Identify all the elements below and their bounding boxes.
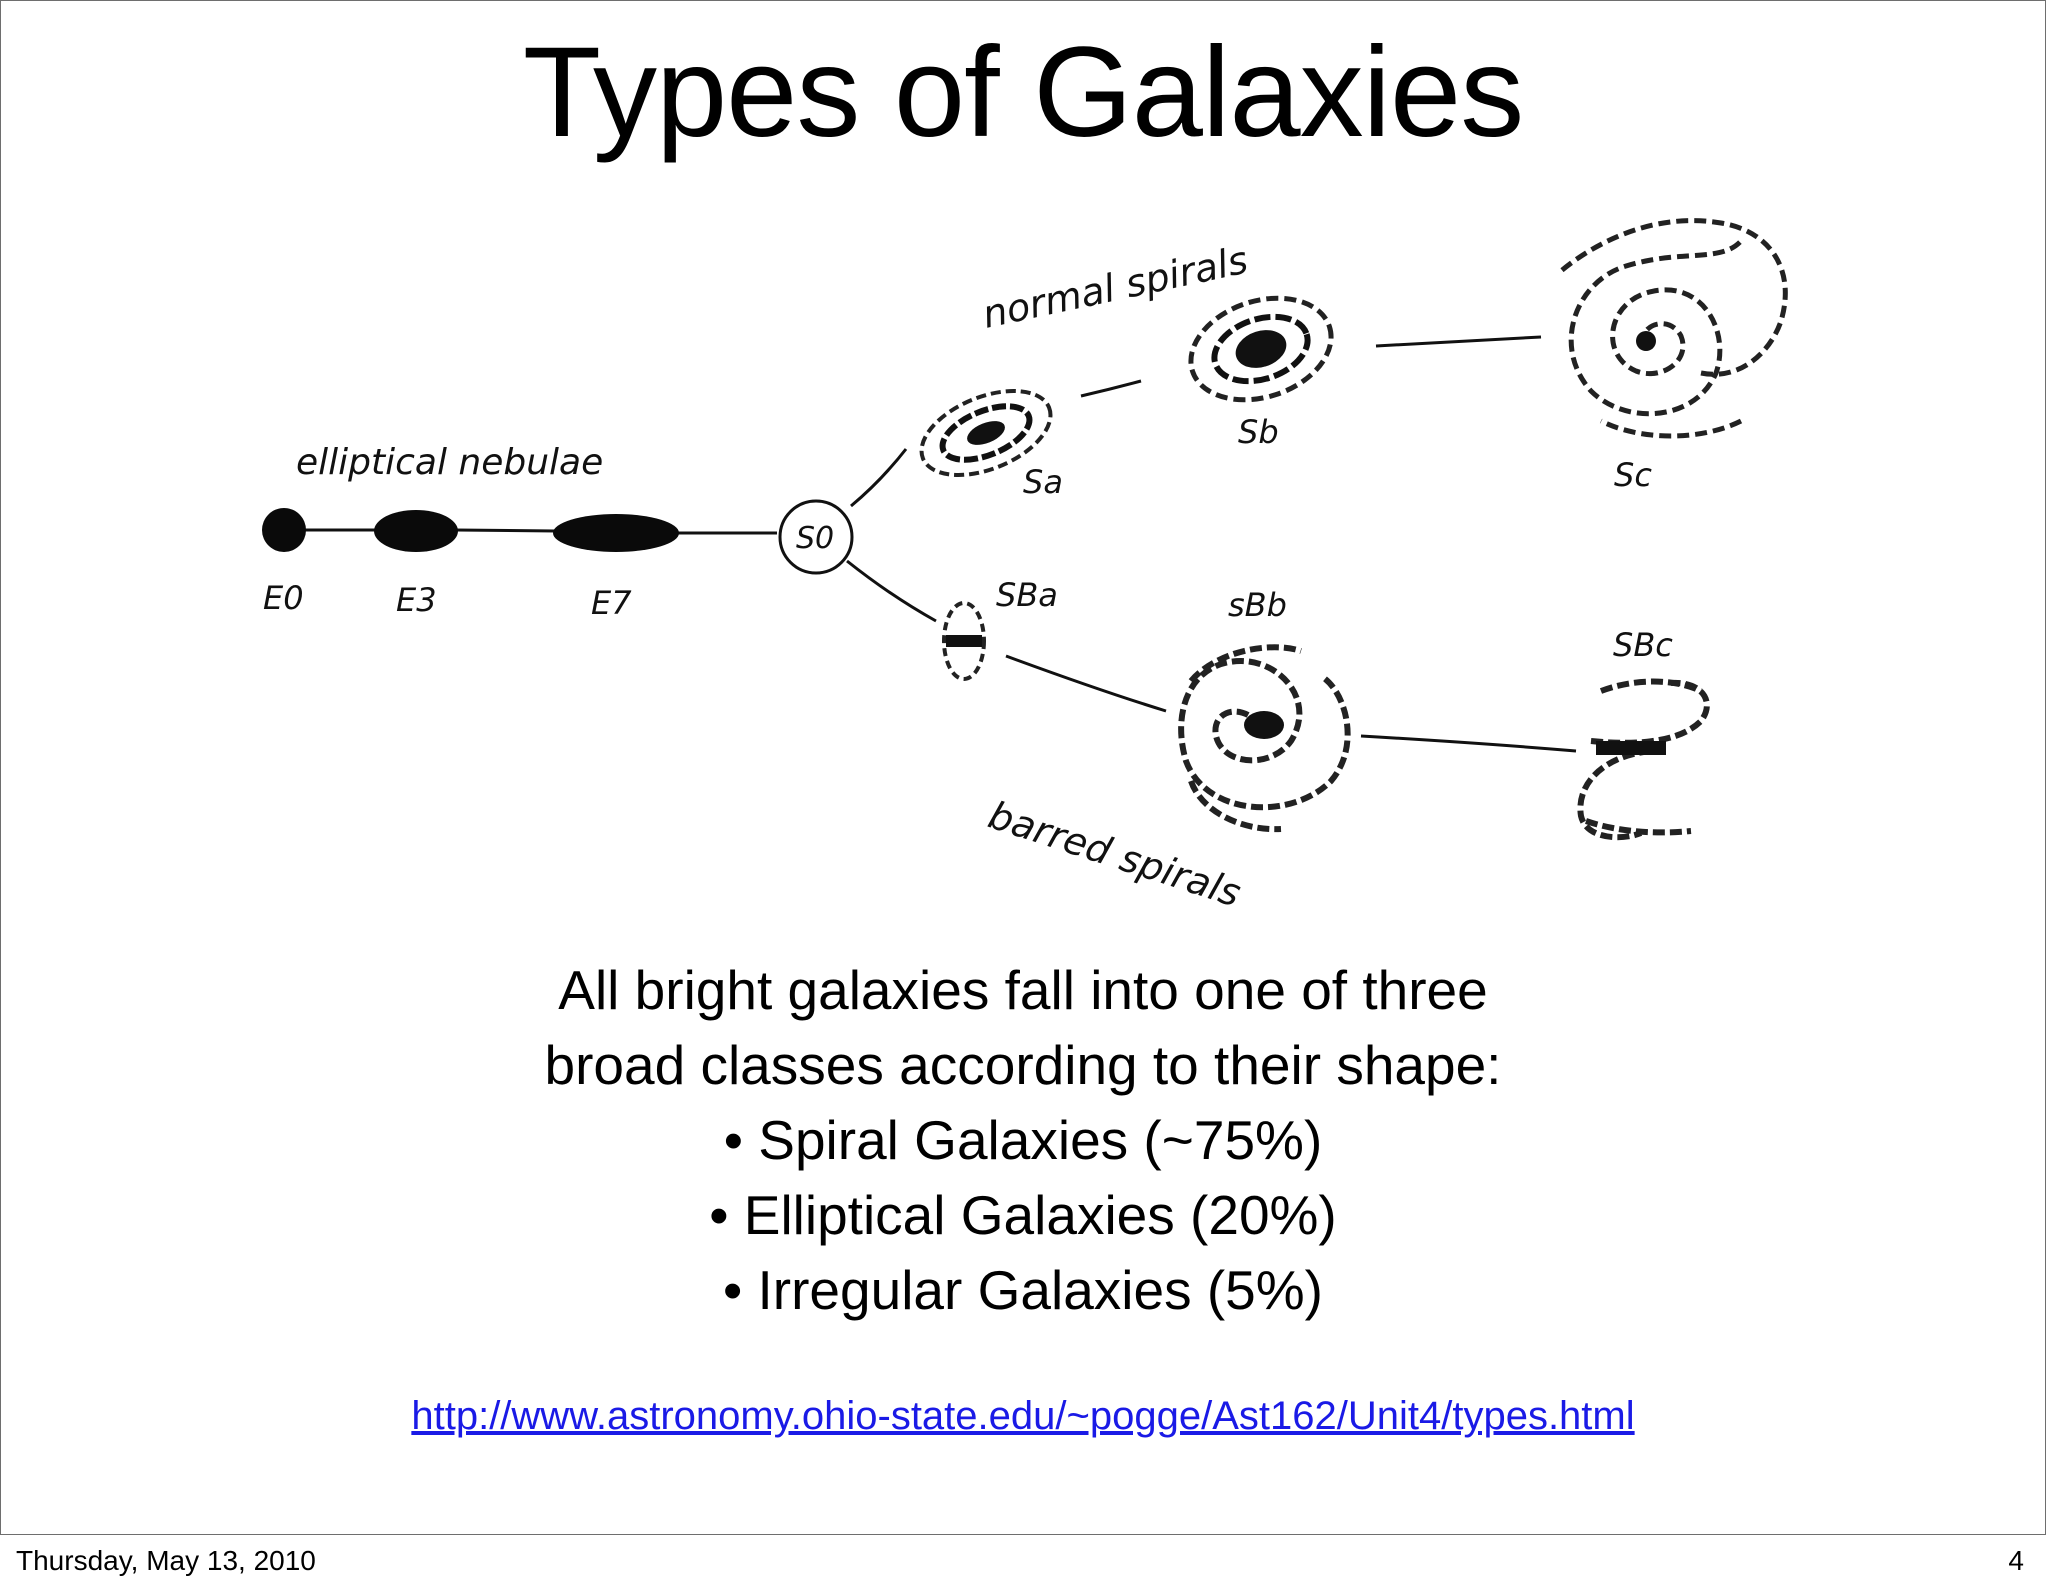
galaxy-sbc-icon xyxy=(1577,678,1710,841)
source-link[interactable]: http://www.astronomy.ohio-state.edu/~pog… xyxy=(411,1394,1635,1438)
label-e7: E7 xyxy=(591,584,632,622)
galaxy-e0-icon xyxy=(262,508,306,552)
galaxy-sbb-icon xyxy=(1178,644,1351,833)
galaxy-sa-icon xyxy=(919,389,1053,477)
galaxy-sb-icon xyxy=(1188,295,1334,403)
label-sba: SBa xyxy=(996,576,1058,614)
galaxy-s0-icon xyxy=(778,499,854,575)
hubble-tuning-fork-diagram: elliptical nebulae normal spirals barred… xyxy=(262,218,1788,916)
source-link-container: http://www.astronomy.ohio-state.edu/~pog… xyxy=(1,1391,2045,1441)
slide: Types of Galaxies xyxy=(0,0,2046,1535)
label-e3: E3 xyxy=(396,581,437,619)
footer-page-number: 4 xyxy=(2008,1545,2024,1576)
galaxy-sc-icon xyxy=(1559,218,1788,439)
label-sbb: sBb xyxy=(1228,586,1287,624)
label-s0: S0 xyxy=(796,521,834,556)
galaxy-e3-icon xyxy=(374,510,458,552)
label-sa: Sa xyxy=(1023,463,1063,501)
label-sb: Sb xyxy=(1238,413,1279,451)
bullet-irregular: • Irregular Galaxies (5%) xyxy=(722,1259,1323,1321)
body-line-1: All bright galaxies fall into one of thr… xyxy=(558,959,1488,1021)
slide-title: Types of Galaxies xyxy=(522,21,1524,164)
label-elliptical-nebulae: elliptical nebulae xyxy=(296,442,603,483)
galaxy-e7-icon xyxy=(553,514,679,552)
body-text: All bright galaxies fall into one of thr… xyxy=(1,953,2045,1328)
connector-lines xyxy=(284,335,1577,753)
body-line-2: broad classes according to their shape: xyxy=(544,1034,1502,1096)
label-e0: E0 xyxy=(263,579,304,617)
bullet-elliptical: • Elliptical Galaxies (20%) xyxy=(709,1184,1337,1246)
label-sc: Sc xyxy=(1614,456,1652,494)
label-sbc: SBc xyxy=(1613,626,1673,664)
label-barred-spirals: barred spirals xyxy=(983,793,1246,916)
bullet-spiral: • Spiral Galaxies (~75%) xyxy=(723,1109,1323,1171)
footer-date: Thursday, May 13, 2010 xyxy=(16,1545,316,1576)
galaxy-sba-icon xyxy=(942,601,986,681)
